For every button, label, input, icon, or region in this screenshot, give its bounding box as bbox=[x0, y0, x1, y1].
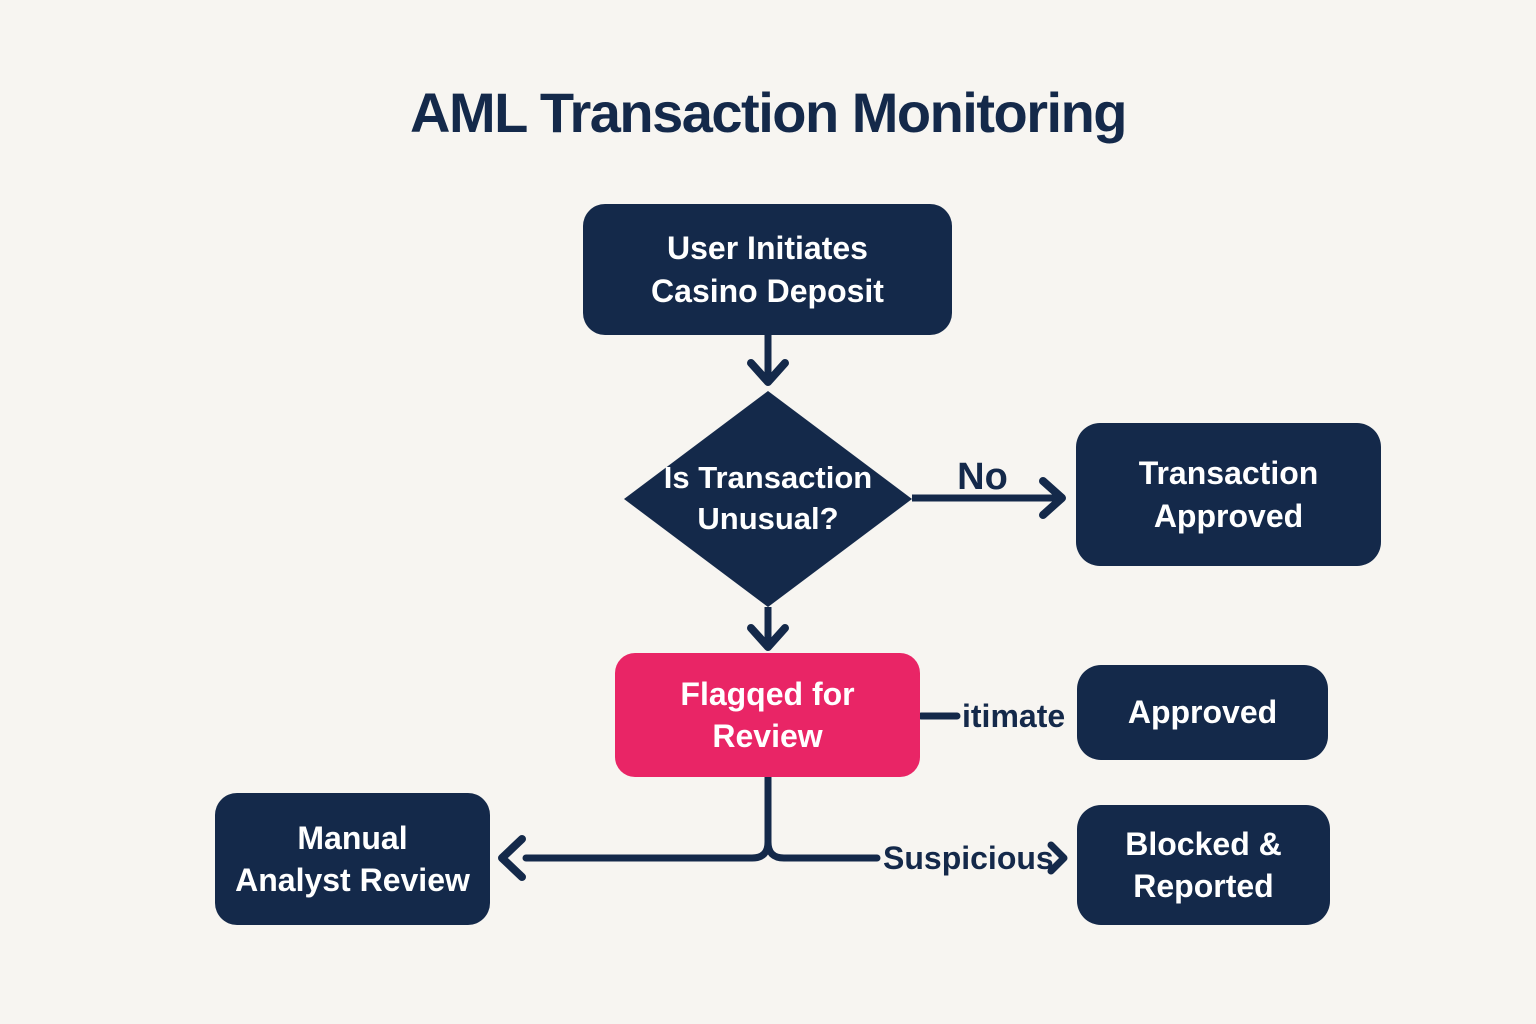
arrowhead-down-icon bbox=[747, 624, 789, 651]
node-transaction-approved: Transaction Approved bbox=[1076, 423, 1381, 566]
arrowhead-down-icon bbox=[747, 359, 789, 386]
node-flagged-for-review: Flagqed for Review bbox=[615, 653, 920, 777]
edge-label-no: No bbox=[957, 456, 1008, 498]
node-approved: Approved bbox=[1077, 665, 1328, 760]
chevron-right-icon bbox=[1047, 841, 1068, 875]
node-decision-is-transaction-unusual: Is Transaction Unusual? bbox=[663, 460, 873, 536]
arrowhead-left-icon bbox=[498, 835, 526, 881]
edge-flagged-to-manual-review bbox=[522, 773, 772, 862]
decision-diamond-shape bbox=[624, 391, 912, 607]
node-blocked-reported: Blocked & Reported bbox=[1077, 805, 1330, 925]
edge-label-legitimate-truncated: itimate bbox=[962, 698, 1066, 734]
edge-label-suspicious: Suspicious bbox=[883, 840, 1054, 876]
arrowhead-right-icon bbox=[1039, 477, 1066, 519]
node-manual-analyst-review: Manual Analyst Review bbox=[215, 793, 490, 925]
page-title: AML Transaction Monitoring bbox=[410, 81, 1127, 144]
node-user-initiates-deposit: User Initiates Casino Deposit bbox=[583, 204, 952, 335]
edge-flagged-to-blocked bbox=[764, 838, 881, 862]
